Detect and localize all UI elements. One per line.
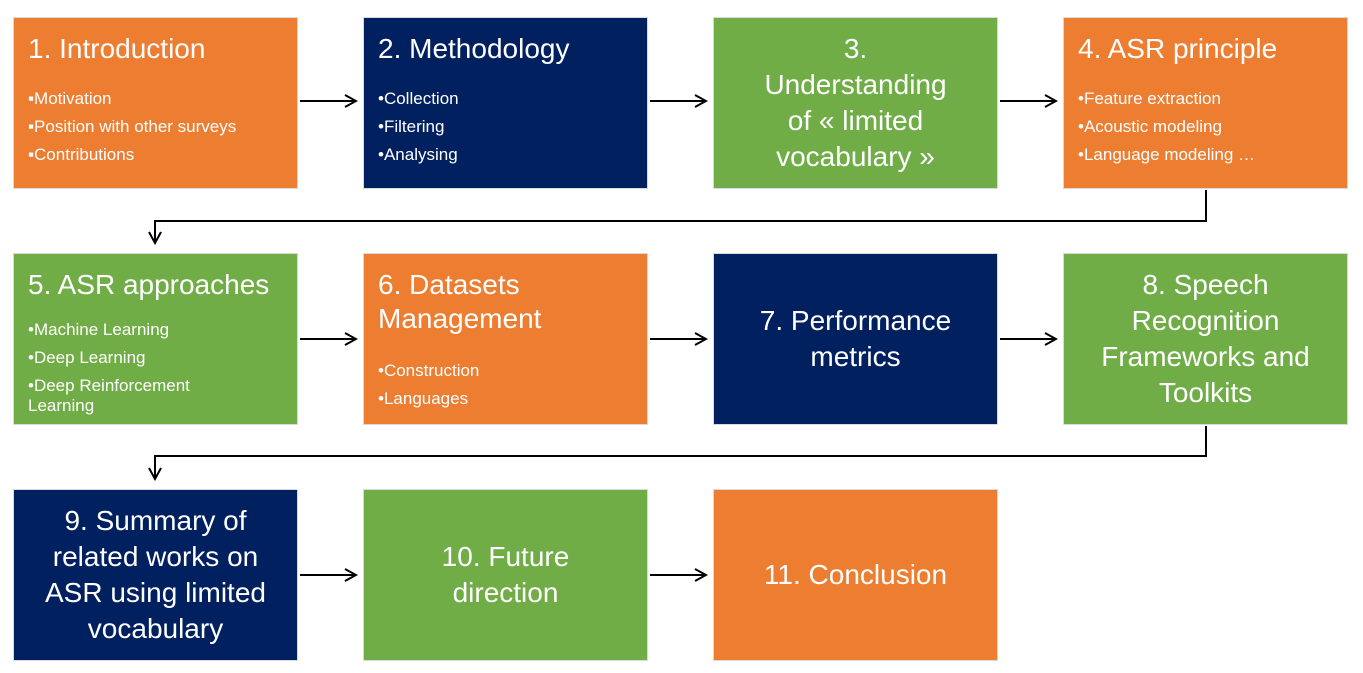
box-title: 6. Datasets Management [378,269,542,334]
box-conclusion: 11. Conclusion [713,489,998,661]
bullet-list: •Feature extraction •Acoustic modeling •… [1078,85,1343,169]
box-title: 11. Conclusion [763,559,948,590]
bullet-item: •Analysing [378,145,458,164]
bullet-item: •Filtering [378,117,445,136]
bullet-list: •Construction •Languages [378,357,643,413]
arrow-8-to-9 [155,426,1207,479]
box-title: 7. Performance metrics [759,305,952,372]
bullet-item: ▪Position with other surveys [28,117,237,136]
box-title: 9. Summary of related works on ASR using… [45,505,266,644]
bullet-list: •Machine Learning •Deep Learning •Deep R… [28,316,293,416]
bullet-item: •Acoustic modeling [1078,117,1222,136]
bullet-item: •Machine Learning [28,320,170,339]
box-title: 5. ASR approaches [28,269,270,300]
box-performance-metrics: 7. Performance metrics [713,253,998,425]
arrow-4-to-5 [155,190,1207,243]
bullet-list: ▪Motivation ▪Position with other surveys… [28,85,293,169]
bullet-item: •Feature extraction [1078,89,1221,108]
box-asr-approaches: 5. ASR approaches •Machine Learning •Dee… [13,253,298,425]
box-datasets-management: 6. Datasets Management •Construction •La… [363,253,648,425]
box-understanding: 3. Understanding of « limited vocabulary… [713,17,998,189]
box-speech-recognition-frameworks: 8. Speech Recognition Frameworks and Too… [1063,253,1348,425]
box-title: 10. Future direction [441,541,570,608]
box-introduction: 1. Introduction ▪Motivation ▪Position wi… [13,17,298,189]
bullet-item: •Construction [378,361,480,380]
box-title: 8. Speech Recognition Frameworks and Too… [1101,269,1310,408]
box-summary-related-works: 9. Summary of related works on ASR using… [13,489,298,661]
box-title: 4. ASR principle [1078,33,1278,64]
bullet-item: •Languages [378,389,469,408]
bullet-list: •Collection •Filtering •Analysing [378,85,643,169]
bullet-item: •Language modeling … [1078,145,1256,164]
bullet-item: ▪Contributions [28,145,135,164]
bullet-item: •Deep Reinforcement Learning [28,376,190,415]
box-title: 1. Introduction [28,33,206,64]
bullet-item: •Collection [378,89,459,108]
box-future-direction: 10. Future direction [363,489,648,661]
box-title: 3. Understanding of « limited vocabulary… [764,33,947,172]
box-methodology: 2. Methodology •Collection •Filtering •A… [363,17,648,189]
bullet-item: ▪Motivation [28,89,112,108]
box-asr-principle: 4. ASR principle •Feature extraction •Ac… [1063,17,1348,189]
bullet-item: •Deep Learning [28,348,146,367]
box-title: 2. Methodology [378,33,570,64]
